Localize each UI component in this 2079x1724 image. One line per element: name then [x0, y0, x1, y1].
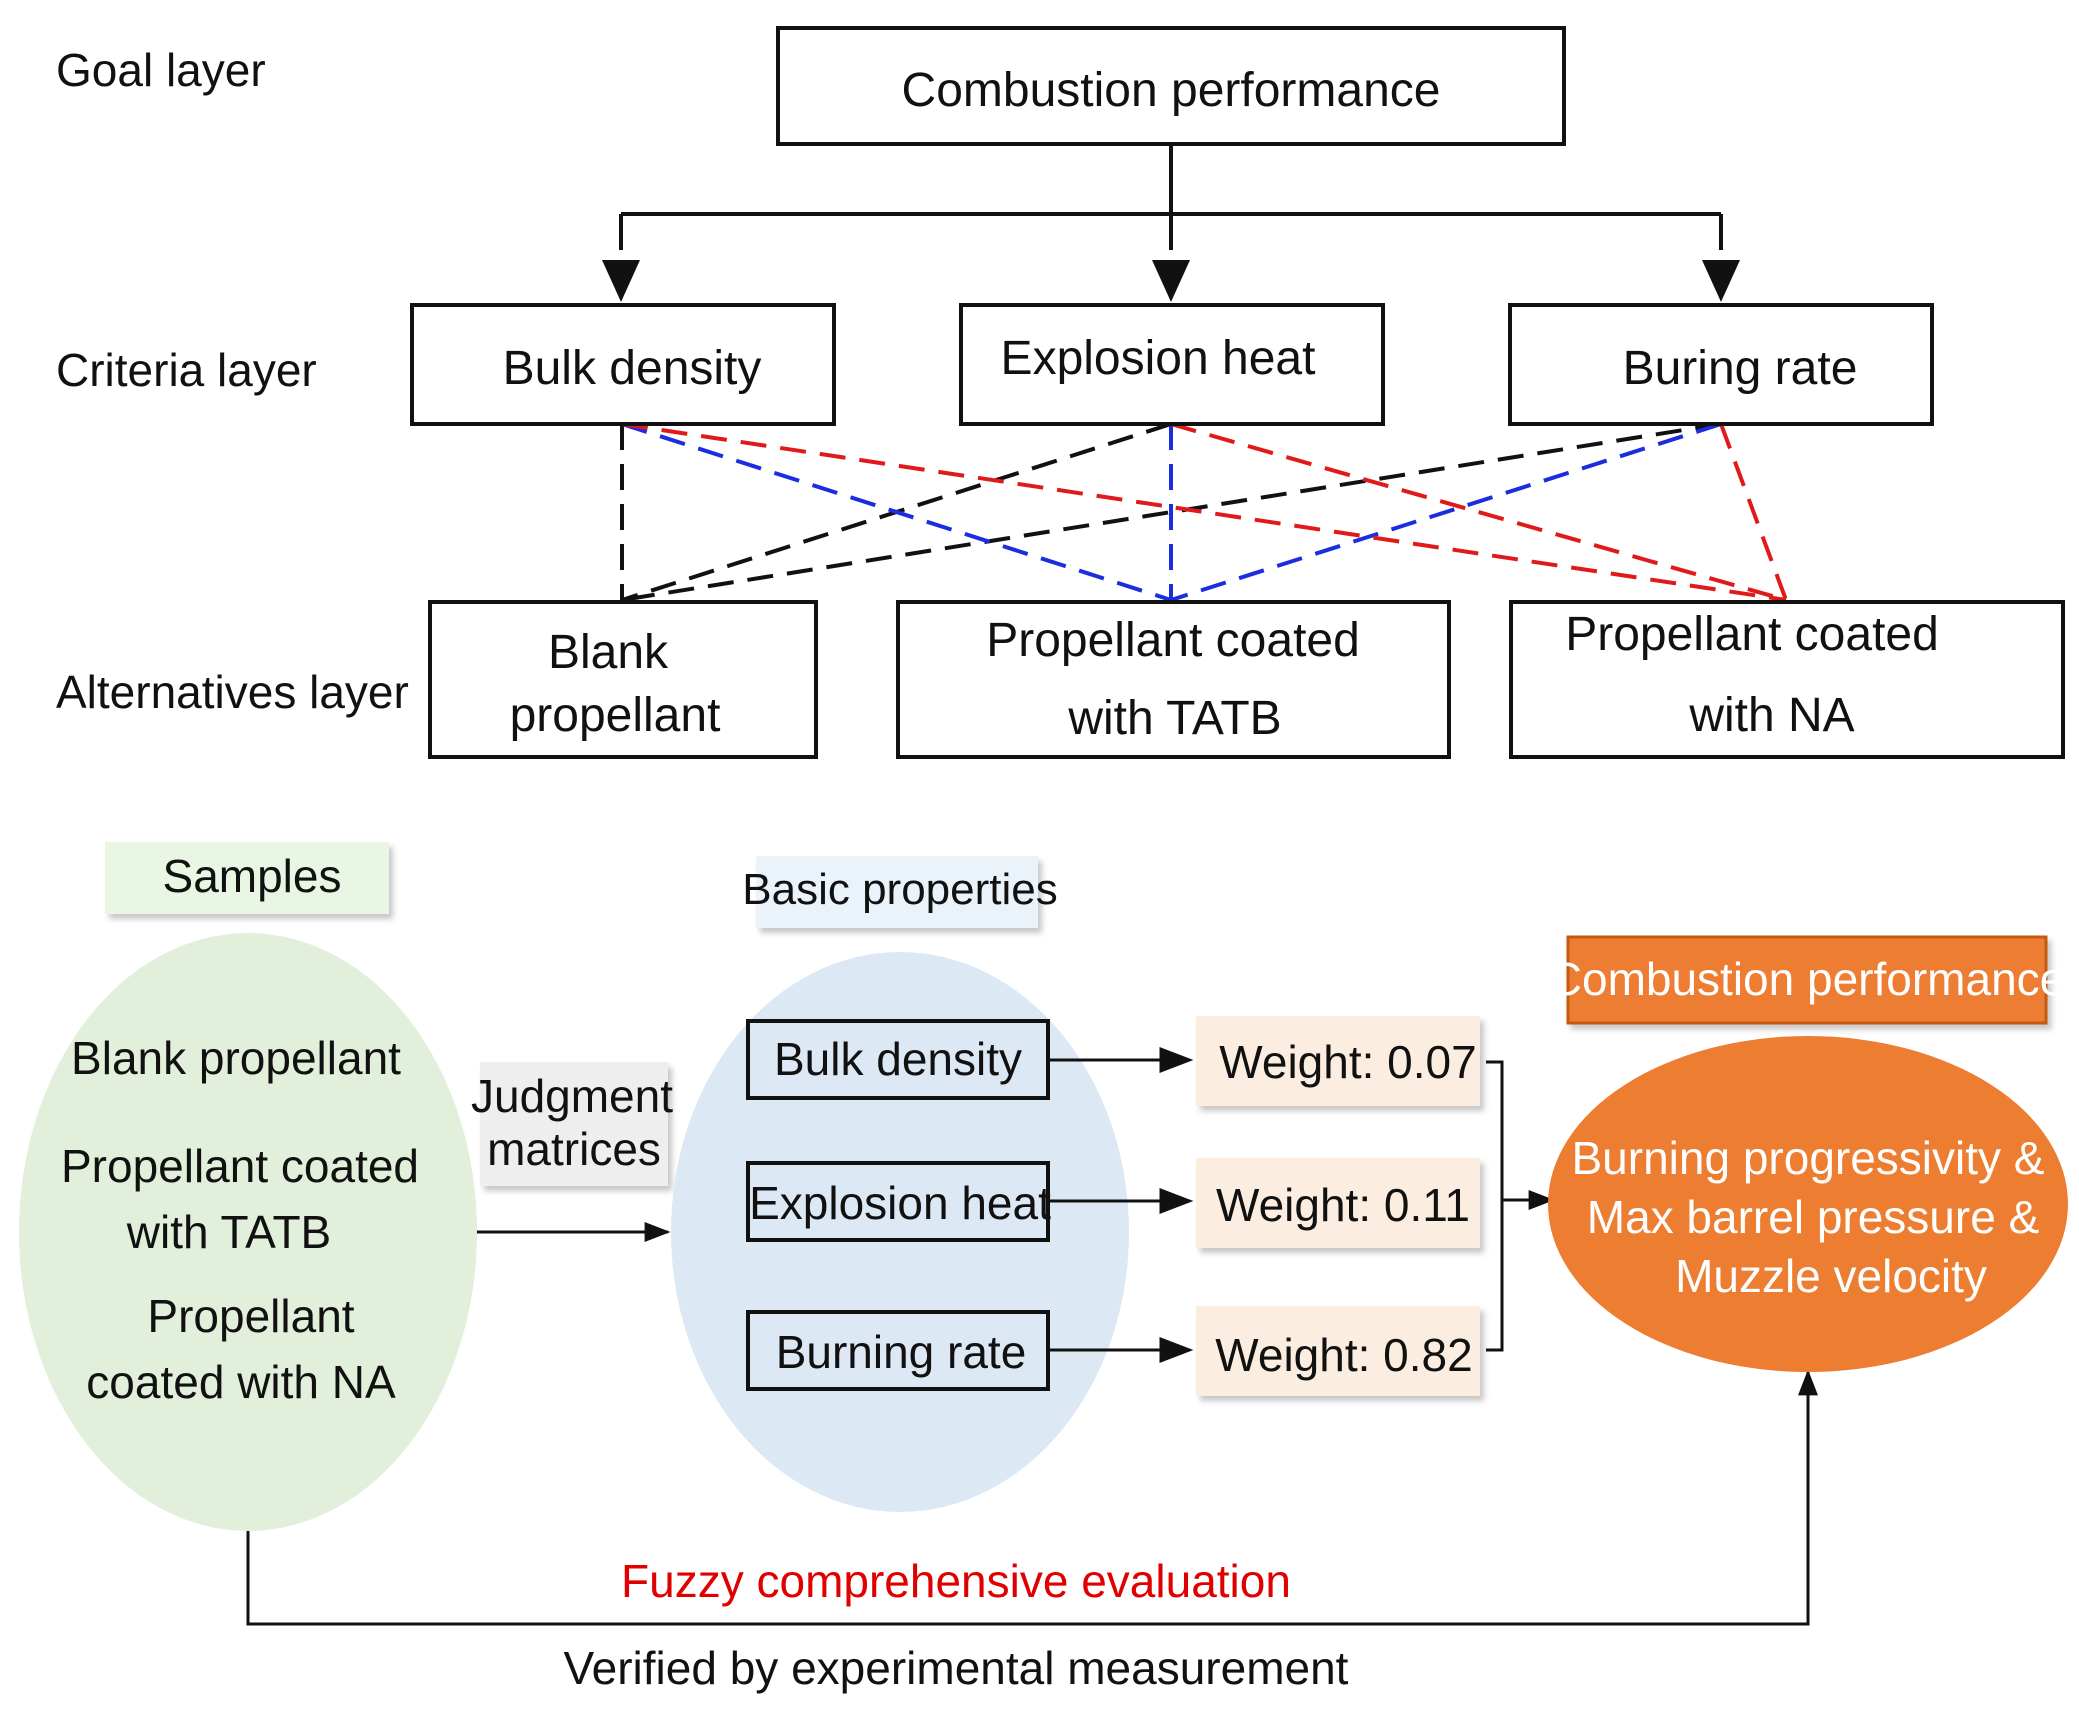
- alternative-blank-line-2: propellant: [510, 689, 721, 742]
- criteria-alternative-links: [620, 422, 1788, 602]
- weight-explosion-heat: Weight: 0.11: [1216, 1179, 1470, 1231]
- alternative-box-tatb: [896, 600, 1451, 759]
- weights-bracket: [1486, 1060, 1504, 1352]
- goal-box: [776, 26, 1566, 146]
- arrow-to-explosion-heat: [1152, 260, 1190, 302]
- link-rate-to-blank: [621, 422, 1722, 602]
- link-bulk-to-na: [621, 422, 1787, 602]
- sample-tatb-line-2: with TATB: [126, 1206, 331, 1258]
- criteria-label-bulk-density: Bulk density: [503, 342, 762, 395]
- sample-na-line-1: Propellant: [147, 1290, 354, 1342]
- sample-na-line-2: coated with NA: [86, 1356, 396, 1408]
- goal-layer-label: Goal layer: [56, 44, 266, 96]
- link-bulk-to-tatb: [621, 422, 1172, 602]
- basic-properties-ellipse: [671, 952, 1129, 1512]
- criteria-box-explosion-heat: [959, 303, 1385, 426]
- judgment-matrices-box: [480, 1062, 668, 1186]
- verification-loop-line: [246, 1369, 1818, 1626]
- weight-bulk-density: Weight: 0.07: [1219, 1036, 1476, 1088]
- link-rate-to-tatb: [1170, 422, 1722, 602]
- goal-connector-line: [619, 144, 1723, 250]
- criteria-box-bulk-density: [410, 303, 836, 426]
- criteria-label-explosion-heat: Explosion heat: [1001, 332, 1316, 385]
- alternative-box-na: [1509, 600, 2065, 759]
- alternative-tatb-line-1: Propellant coated: [986, 614, 1360, 667]
- alternative-tatb-line-2: with TATB: [1067, 692, 1281, 745]
- goal-box-label: Combustion performance: [902, 64, 1441, 117]
- property-explosion-heat: Explosion heat: [749, 1177, 1051, 1229]
- sample-blank: Blank propellant: [71, 1032, 401, 1084]
- fuzzy-evaluation-caption: Fuzzy comprehensive evaluation: [621, 1555, 1291, 1607]
- samples-label-box: [105, 842, 389, 914]
- arrow-to-bulk-density: [602, 260, 640, 302]
- link-heat-to-na: [1170, 422, 1787, 602]
- combustion-performance-label-box: [1566, 935, 2048, 1025]
- property-bulk-density: Bulk density: [774, 1033, 1022, 1085]
- combustion-performance-label: Combustion performance: [1549, 953, 2065, 1005]
- property-burning-rate: Burning rate: [776, 1326, 1027, 1378]
- link-rate-to-na: [1719, 423, 1788, 601]
- alternative-na-line-2: with NA: [1688, 689, 1854, 742]
- samples-label: Samples: [163, 850, 342, 902]
- criteria-layer-label: Criteria layer: [56, 344, 317, 396]
- samples-ellipse: [19, 933, 477, 1531]
- sample-tatb-line-1: Propellant coated: [61, 1140, 419, 1192]
- weight-box-bulk-density: [1196, 1016, 1480, 1106]
- basic-properties-label-box: [756, 856, 1038, 928]
- judgment-line-1: Judgment: [471, 1070, 673, 1122]
- judgment-line-2: matrices: [487, 1123, 661, 1175]
- outcome-line-1: Burning progressivity &: [1572, 1132, 2045, 1184]
- weight-burning-rate: Weight: 0.82: [1215, 1329, 1472, 1381]
- alternative-blank-line-1: Blank: [548, 626, 669, 679]
- weight-box-burning-rate: [1196, 1306, 1480, 1396]
- basic-properties-label: Basic properties: [742, 865, 1057, 914]
- outcome-line-3: Muzzle velocity: [1675, 1250, 1987, 1302]
- outcome-line-2: Max barrel pressure &: [1587, 1191, 2040, 1243]
- alternative-na-line-1: Propellant coated: [1565, 608, 1939, 661]
- criteria-box-buring-rate: [1508, 303, 1934, 426]
- verification-caption: Verified by experimental measurement: [564, 1642, 1349, 1694]
- arrow-to-buring-rate: [1702, 260, 1740, 302]
- alternative-box-blank: [428, 600, 818, 759]
- criteria-label-buring-rate: Buring rate: [1623, 342, 1858, 395]
- weight-box-explosion-heat: [1196, 1158, 1480, 1248]
- alternatives-layer-label: Alternatives layer: [56, 666, 409, 718]
- outcome-ellipse: [1548, 1036, 2068, 1372]
